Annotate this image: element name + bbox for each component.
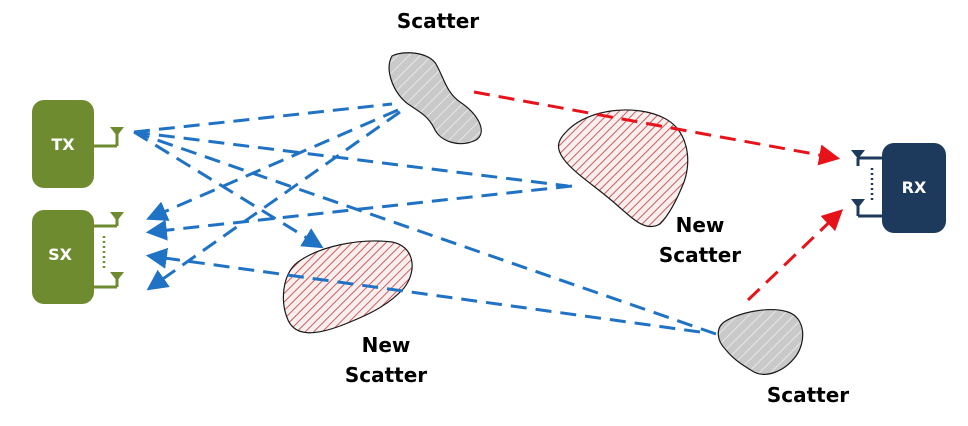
path-scatter-bottom-to-rx: [746, 209, 844, 302]
tx-node: TX: [32, 100, 124, 188]
rx-label: RX: [902, 178, 927, 197]
new-scatter-object-right: [557, 109, 689, 228]
antenna-icon: [851, 199, 865, 208]
path-tx-to-new-scatter-right: [133, 130, 569, 188]
path-tx-to-scatter-top: [133, 102, 393, 134]
new-scatter-mid-label-line2: Scatter: [345, 363, 427, 387]
antenna-icon: [851, 150, 865, 159]
path-scatter-top-to-sx-2: [146, 110, 401, 291]
red-paths: [473, 90, 844, 302]
path-tx-to-scatter-bottom: [133, 130, 717, 336]
antenna-icon: [110, 272, 124, 281]
path-scatter-top-to-sx-1: [146, 108, 399, 221]
new-scatter-object-mid: [282, 240, 413, 334]
scatter-object-top: [388, 52, 482, 145]
scatter-bottom-label: Scatter: [767, 383, 849, 407]
new-scatter-right-label-line1: New: [676, 213, 725, 237]
tx-label: TX: [51, 135, 75, 154]
scatter-top-label: Scatter: [397, 9, 479, 33]
antenna-icon: [110, 212, 124, 221]
path-new-scatter-right-to-sx: [145, 184, 573, 241]
new-scatter-mid-label-line1: New: [362, 333, 411, 357]
scatter-object-bottom: [717, 309, 804, 375]
blue-paths: [133, 102, 717, 336]
sx-node: SX: [32, 210, 124, 304]
rx-node: RX: [851, 143, 946, 233]
path-scatter-bottom-to-sx: [145, 247, 701, 334]
antenna-icon: [110, 127, 124, 136]
new-scatter-right-label-line2: Scatter: [659, 243, 741, 267]
path-tx-to-new-scatter-mid: [133, 130, 324, 249]
sx-label: SX: [48, 245, 73, 264]
path-scatter-top-to-rx: [473, 90, 841, 166]
